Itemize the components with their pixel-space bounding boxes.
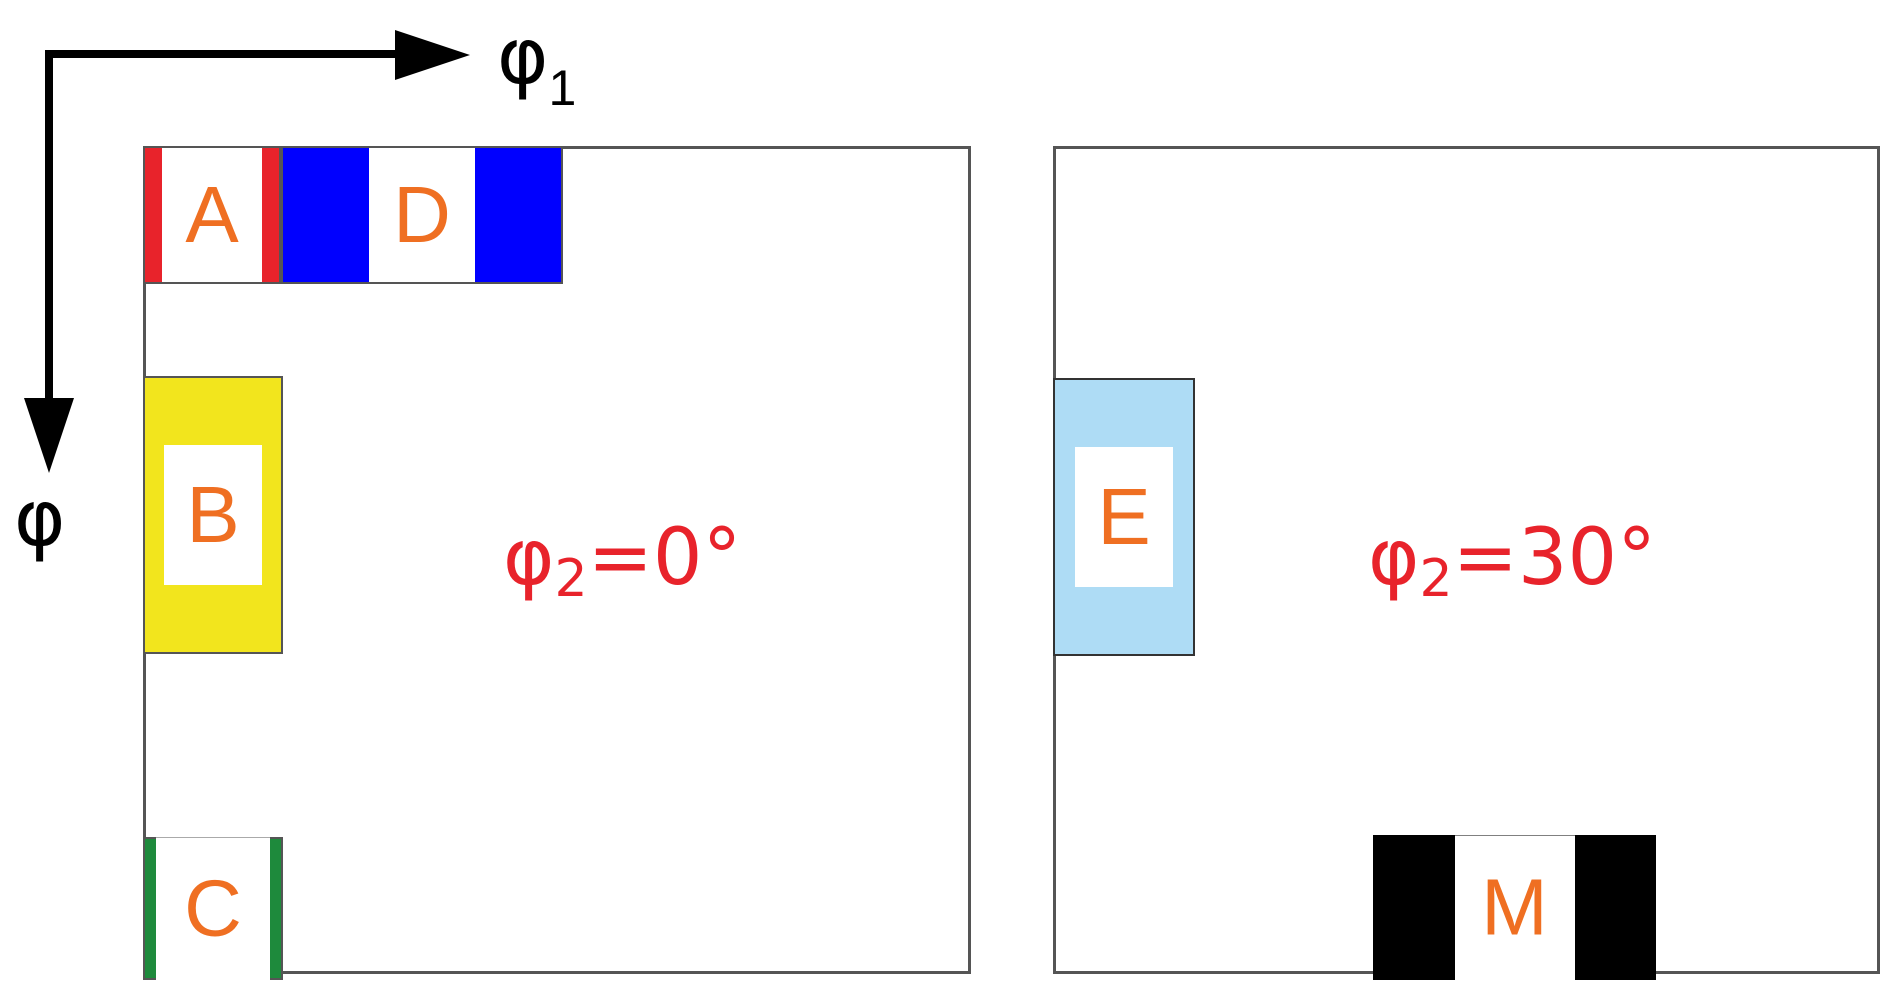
caption-subscript: 2 xyxy=(554,549,588,609)
panel-phi2-30-caption: φ2=30° xyxy=(1368,519,1656,605)
region-b-label: B xyxy=(164,445,262,585)
region-m-label: M xyxy=(1454,835,1575,980)
phi-axis-line xyxy=(45,50,53,410)
region-a-label: A xyxy=(162,148,262,282)
caption-symbol: φ xyxy=(1368,513,1420,603)
phi1-axis-label: φ1 xyxy=(497,18,576,113)
region-b: B xyxy=(143,376,283,654)
region-d: D xyxy=(281,146,563,284)
panel-phi2-30: E M φ2=30° xyxy=(1053,146,1880,980)
region-e: E xyxy=(1053,378,1195,656)
region-m: M xyxy=(1373,835,1656,980)
region-a: A xyxy=(143,146,281,284)
caption-symbol: φ xyxy=(503,513,555,603)
phi1-subscript: 1 xyxy=(548,60,577,116)
caption-value: =0° xyxy=(587,513,742,603)
region-c: C xyxy=(143,837,283,980)
caption-value: =30° xyxy=(1452,513,1657,603)
region-e-label: E xyxy=(1075,447,1173,587)
panel-phi2-0-caption: φ2=0° xyxy=(503,519,742,605)
phi1-symbol: φ xyxy=(497,12,549,102)
phi1-arrowhead-icon xyxy=(395,30,470,80)
region-d-label: D xyxy=(369,148,475,282)
panel-phi2-0: A D B C φ2=0° xyxy=(143,146,971,980)
phi-symbol: φ xyxy=(14,474,66,564)
phi-arrowhead-icon xyxy=(24,398,74,473)
caption-subscript: 2 xyxy=(1419,549,1453,609)
phi1-axis-line xyxy=(45,50,405,58)
phi-axis-label: φ xyxy=(14,480,65,558)
region-c-label: C xyxy=(156,837,270,980)
